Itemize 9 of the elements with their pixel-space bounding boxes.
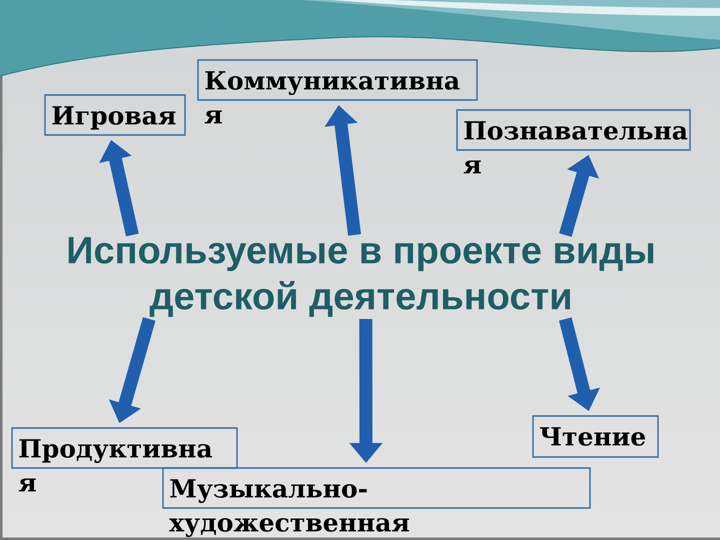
text-box: Игровая [44,94,186,136]
heading-text: Используемые в проекте виды детской деятельности [68,237,654,317]
node-label: художественная [169,518,410,537]
text-box: Чтение [532,415,659,458]
node-label: я [464,160,481,174]
node-label: я [204,110,222,124]
text-box: Музыкально- художественная [162,467,591,537]
node-label: я [18,478,36,492]
text-box: Познавательна я [456,109,691,174]
